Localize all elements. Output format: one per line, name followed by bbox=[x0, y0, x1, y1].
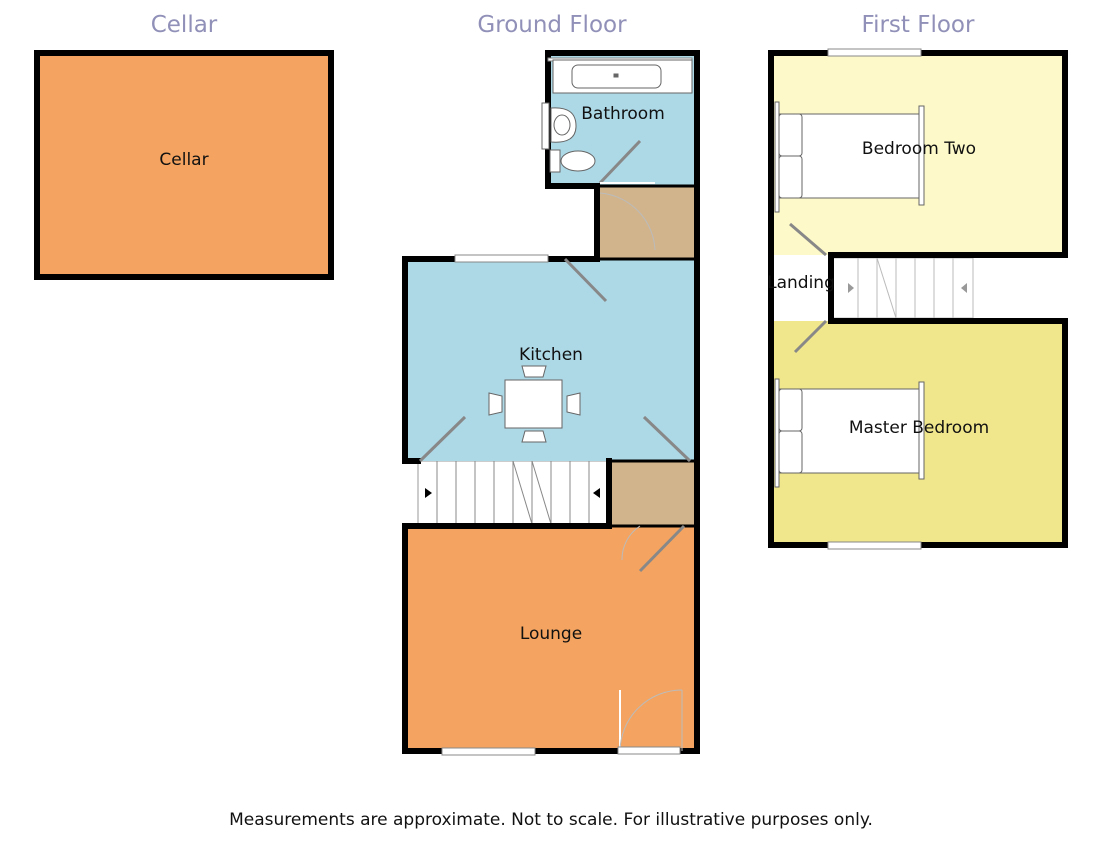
cellar-room bbox=[34, 50, 334, 280]
landing-label: Landing bbox=[767, 273, 835, 293]
first-windows bbox=[827, 48, 922, 550]
first-stairs bbox=[830, 257, 974, 319]
kitchen-label: Kitchen bbox=[519, 345, 583, 365]
bedroom-two-label: Bedroom Two bbox=[862, 139, 976, 159]
stair-arrow-right-icon bbox=[425, 488, 432, 498]
lounge-label: Lounge bbox=[520, 624, 582, 644]
landing-area bbox=[771, 255, 831, 321]
landing-arrow-left-icon bbox=[961, 283, 967, 293]
bathroom-label: Bathroom bbox=[581, 104, 665, 124]
sink-icon bbox=[541, 102, 577, 150]
master-bedroom-label: Master Bedroom bbox=[849, 418, 989, 438]
lower-hall bbox=[609, 461, 697, 526]
ground-stairs bbox=[417, 460, 610, 525]
disclaimer-text: Measurements are approximate. Not to sca… bbox=[229, 810, 873, 830]
cellar-heading: Cellar bbox=[150, 12, 218, 38]
bed-two-icon bbox=[774, 101, 925, 213]
bath-fixture bbox=[552, 59, 693, 94]
cellar-label: Cellar bbox=[159, 150, 208, 170]
toilet-icon bbox=[549, 149, 596, 173]
first-doors bbox=[789, 222, 828, 354]
first-floor-heading: First Floor bbox=[861, 12, 975, 38]
landing-arrow-right-icon bbox=[848, 283, 854, 293]
ground-doors bbox=[418, 139, 692, 755]
ground-floor-heading: Ground Floor bbox=[477, 12, 627, 38]
kitchen-table bbox=[488, 365, 581, 443]
stair-arrow-left-icon bbox=[593, 488, 600, 498]
master-bed-icon bbox=[774, 378, 925, 488]
